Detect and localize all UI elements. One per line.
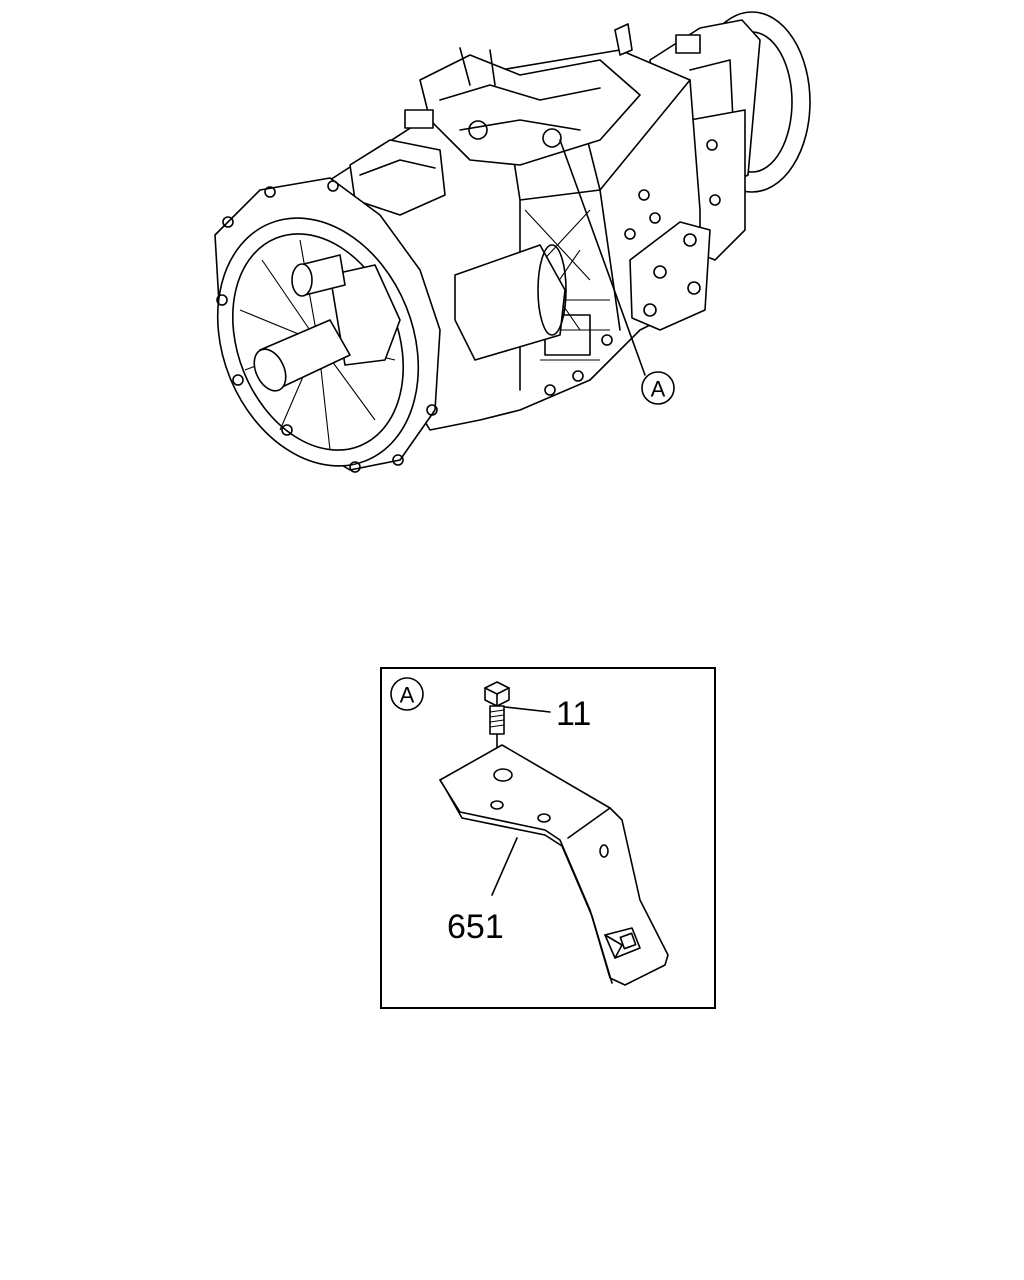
callout-a-detail-label: A <box>400 683 415 708</box>
part-number-11: 11 <box>556 695 591 733</box>
leader-line-a <box>559 139 646 376</box>
clutch-cylinder <box>454 244 567 361</box>
callout-a-main: A <box>641 371 675 405</box>
bracket-part-651 <box>439 744 669 986</box>
input-shaft <box>253 254 401 392</box>
leader-line-651 <box>491 837 518 896</box>
shift-mechanism <box>349 23 641 216</box>
callout-a-detail: A <box>390 677 424 711</box>
bolt-part-11 <box>484 681 510 801</box>
detail-view-a: A 11 651 <box>380 667 716 1009</box>
side-cover <box>629 221 711 331</box>
callout-a-main-label: A <box>651 377 666 402</box>
transmission-illustration: A <box>214 11 811 473</box>
leader-line-11 <box>504 706 551 713</box>
part-number-651: 651 <box>447 908 504 946</box>
